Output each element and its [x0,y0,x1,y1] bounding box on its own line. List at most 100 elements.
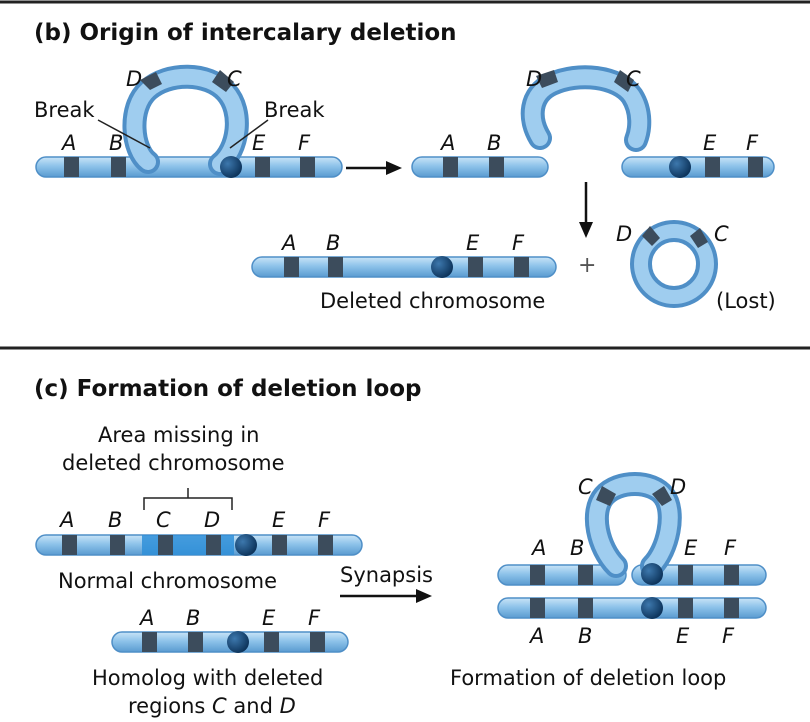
centromere [431,256,453,278]
centromere-lower [641,597,663,619]
gene-label-b: B [109,131,123,155]
homolog-caption-regions: regions [128,694,205,718]
homolog-caption-c: C [212,694,227,718]
gene-label-f: F [298,131,311,155]
gene-label-a: A [530,536,546,560]
gene-label-c: C [626,67,641,91]
band-b [489,157,504,177]
gene-label-f: F [318,508,331,532]
gene-label-d: D [526,67,542,91]
area-missing-line1: Area missing in [98,423,259,447]
band-b [110,535,125,555]
fragment-ef [621,156,775,178]
gene-label-e: E [466,231,480,255]
gene-label-d: D [126,67,142,91]
arrow-down-b [579,182,593,238]
band-e [678,598,693,618]
break-label-right: Break [264,98,325,122]
gene-label-b: B [570,536,584,560]
break-label-left: Break [34,98,95,122]
gene-label-f: F [512,231,525,255]
break-pointer-left [97,119,151,149]
ring-body [634,224,714,304]
band-f [514,257,529,277]
synapsis-label: Synapsis [340,563,433,587]
band-c [596,486,616,506]
band-b [578,565,593,585]
chromosome-body [35,156,343,178]
band-b [188,632,203,652]
band-a [530,598,545,618]
gene-label-a: A [58,508,74,532]
normal-chromosome-caption: Normal chromosome [58,569,277,593]
fragment-ab [411,156,549,178]
gene-label-d: D [670,475,686,499]
panel-c-title: (c) Formation of deletion loop [34,376,422,402]
gene-label-d: D [204,508,220,532]
gene-label-f: F [746,131,759,155]
band-a [443,157,458,177]
gene-label-f: F [722,624,735,648]
band-d [536,70,558,88]
gene-label-c: C [714,222,729,246]
band-e [264,632,279,652]
released-arc [524,69,648,148]
gene-label-b: B [487,131,501,155]
band-e [678,565,693,585]
break-pointer-right [229,119,269,149]
gene-label-b: B [186,606,200,630]
gene-label-a: A [280,231,296,255]
band-a [62,535,77,555]
band-a [530,565,545,585]
band-e [272,535,287,555]
band-a [64,157,79,177]
band-e [705,157,720,177]
gene-label-c: C [227,67,242,91]
gene-label-c: C [578,475,593,499]
band-b [111,157,126,177]
homolog-caption-d: D [280,694,296,718]
band-c [158,535,173,555]
band-b [328,257,343,277]
gene-label-f: F [308,606,321,630]
homolog-with-deletion [111,631,349,653]
centromere [669,156,691,178]
lost-label: (Lost) [716,289,776,313]
deletion-loop-pairing [497,472,767,619]
gene-label-f: F [724,536,737,560]
gene-label-e: E [676,624,690,648]
gene-label-c: C [156,508,171,532]
broken-chromosome [411,65,775,178]
panel-b-title: (b) Origin of intercalary deletion [34,20,457,46]
gene-label-b: B [578,624,592,648]
centromere [227,631,249,653]
band-d [642,226,660,246]
lost-ring [630,220,718,308]
synapsis-arrow [340,589,432,603]
arrow-right-b [346,161,402,175]
plus-sign: + [578,253,596,278]
band-a [284,257,299,277]
gene-label-e: E [252,131,266,155]
gene-label-a: A [528,624,544,648]
homolog-caption-line1: Homolog with deleted [92,666,323,690]
gene-label-e: E [703,131,717,155]
band-e [255,157,270,177]
gene-label-a: A [439,131,455,155]
band-f [300,157,315,177]
normal-chromosome [35,534,363,556]
band-d [652,486,672,506]
gene-label-e: E [262,606,276,630]
band-f [748,157,763,177]
deletion-loop [588,476,678,574]
centromere [235,534,257,556]
band-f [310,632,325,652]
original-chromosome-with-loop [35,64,343,178]
band-d [206,535,221,555]
band-c [614,70,634,92]
band-f [318,535,333,555]
deletion-loop-caption: Formation of deletion loop [450,666,726,690]
deleted-chromosome [251,256,557,278]
